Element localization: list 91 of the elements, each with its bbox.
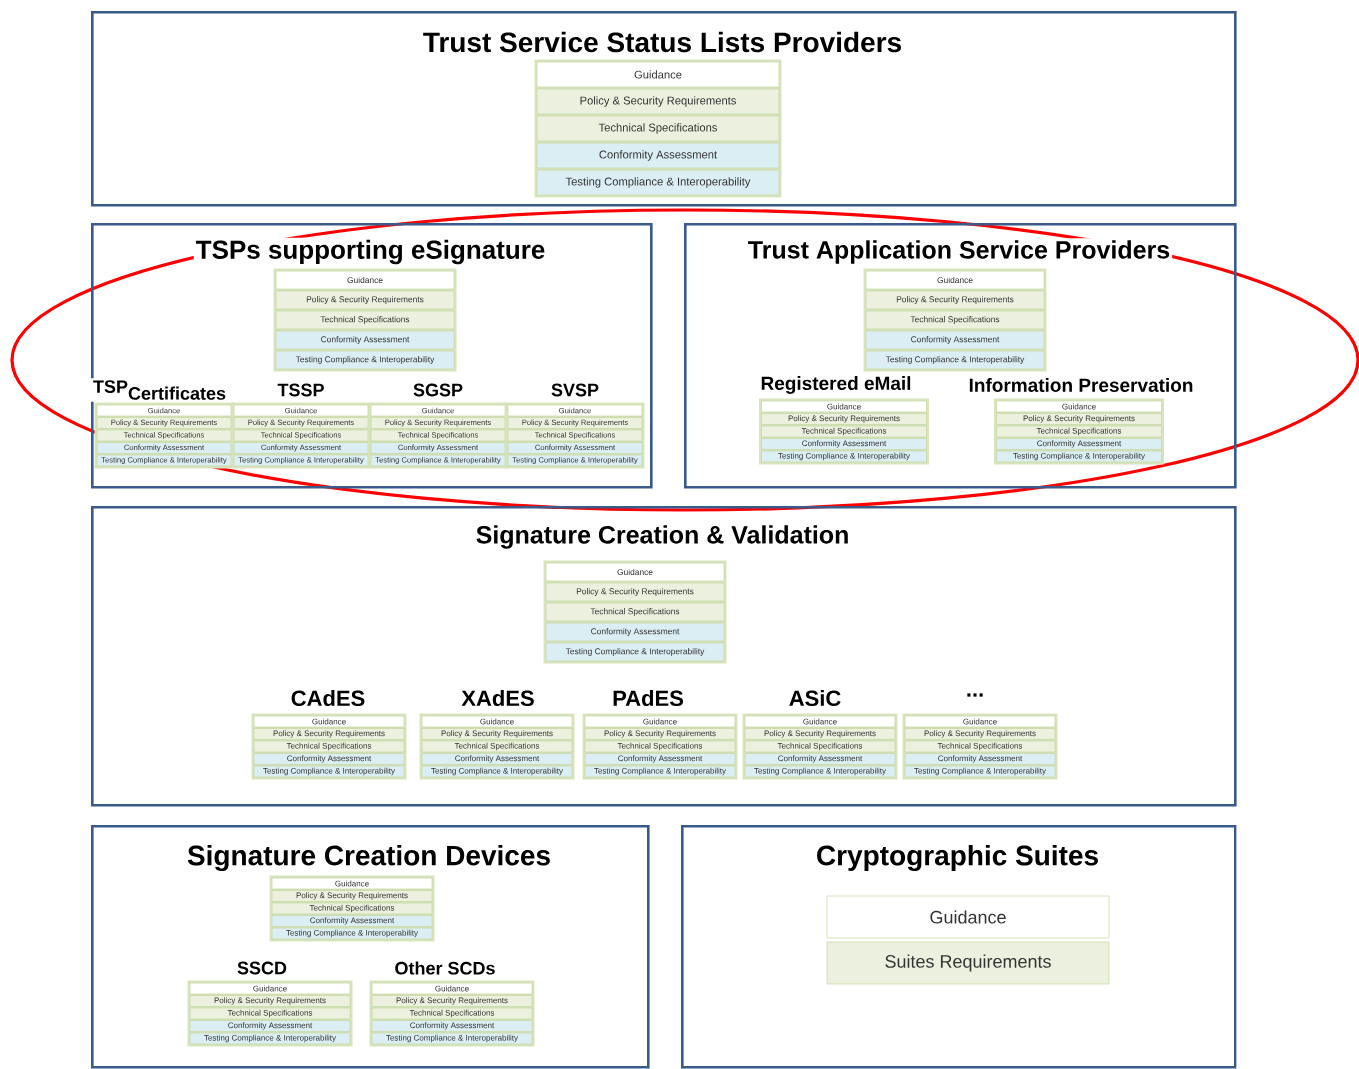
- row-box: Guidance: [904, 715, 1056, 728]
- stack-heading: SSCD: [235, 959, 289, 977]
- row-box: Technical Specifications: [865, 310, 1045, 330]
- row-box: Testing Compliance & Interoperability: [545, 642, 725, 662]
- row-box: Technical Specifications: [744, 740, 896, 753]
- panel-title: Signature Creation & Validation: [473, 523, 852, 551]
- row-box: Conformity Assessment: [904, 753, 1056, 765]
- row-box: Guidance: [271, 877, 433, 890]
- row-box: Testing Compliance & Interoperability: [275, 350, 455, 370]
- row-box: Policy & Security Requirements: [536, 88, 780, 115]
- row-box: Conformity Assessment: [744, 753, 896, 765]
- row-box: Guidance: [189, 982, 351, 995]
- row-box: Testing Compliance & Interoperability: [744, 765, 896, 778]
- row-box: Guidance: [826, 895, 1110, 939]
- row-box: Technical Specifications: [189, 1007, 351, 1020]
- stack-heading: SVSP: [549, 381, 601, 399]
- row-box: Conformity Assessment: [865, 330, 1045, 350]
- row-box: Technical Specifications: [584, 740, 736, 753]
- row-box: Policy & Security Requirements: [584, 728, 736, 740]
- panel-title: Cryptographic Suites: [813, 842, 1102, 874]
- row-box: Policy & Security Requirements: [996, 413, 1162, 425]
- row-box: Technical Specifications: [371, 1007, 533, 1020]
- row-box: Technical Specifications: [545, 602, 725, 622]
- row-box: Policy & Security Requirements: [761, 413, 927, 425]
- row-box: Conformity Assessment: [271, 915, 433, 927]
- row-box: Conformity Assessment: [253, 753, 405, 765]
- row-box: Testing Compliance & Interoperability: [996, 450, 1162, 463]
- row-box: Guidance: [996, 400, 1162, 413]
- row-box: Testing Compliance & Interoperability: [536, 169, 780, 196]
- row-box: Testing Compliance & Interoperability: [189, 1032, 351, 1045]
- row-box: Technical Specifications: [253, 740, 405, 753]
- row-box: Technical Specifications: [761, 425, 927, 438]
- row-box: Guidance: [744, 715, 896, 728]
- row-box: Guidance: [421, 715, 573, 728]
- row-box: Policy & Security Requirements: [744, 728, 896, 740]
- row-box: Conformity Assessment: [189, 1020, 351, 1032]
- row-box: Guidance: [253, 715, 405, 728]
- row-box: Conformity Assessment: [371, 1020, 533, 1032]
- row-box: Technical Specifications: [996, 425, 1162, 438]
- row-box: Testing Compliance & Interoperability: [371, 1032, 533, 1045]
- panel-title: Trust Application Service Providers: [745, 238, 1173, 266]
- row-box: Technical Specifications: [536, 115, 780, 142]
- row-box: Testing Compliance & Interoperability: [271, 927, 433, 940]
- stack-heading: TSSP: [275, 381, 327, 399]
- row-box: Conformity Assessment: [421, 753, 573, 765]
- row-box: Conformity Assessment: [536, 142, 780, 169]
- row-box: Conformity Assessment: [545, 622, 725, 642]
- row-box: Testing Compliance & Interoperability: [761, 450, 927, 463]
- stack-heading: ASiC: [786, 687, 844, 709]
- row-box: Policy & Security Requirements: [904, 728, 1056, 740]
- stack-heading: $\textbf{TSP}_{\textbf{Certificates}}$: [91, 378, 230, 402]
- row-box: Guidance: [761, 400, 927, 413]
- row-box: Policy & Security Requirements: [189, 995, 351, 1007]
- row-box: Testing Compliance & Interoperability: [904, 765, 1056, 778]
- row-box: Guidance: [275, 270, 455, 290]
- panel-title: Trust Service Status Lists Providers: [420, 29, 905, 55]
- row-box: Conformity Assessment: [761, 438, 927, 450]
- row-box: Guidance: [584, 715, 736, 728]
- row-box: Technical Specifications: [904, 740, 1056, 753]
- stack-heading: SGSP: [411, 381, 465, 399]
- row-box: Testing Compliance & Interoperability: [253, 765, 405, 778]
- stack-heading: Registered eMail: [758, 374, 914, 396]
- row-box: Guidance: [371, 982, 533, 995]
- row-box: Policy & Security Requirements: [865, 290, 1045, 310]
- row-box: Suites Requirements: [826, 941, 1110, 985]
- panel-title: TSPs supporting eSignature: [193, 237, 548, 267]
- row-box: Testing Compliance & Interoperability: [421, 765, 573, 778]
- row-box: Policy & Security Requirements: [371, 995, 533, 1007]
- row-box: Guidance: [536, 61, 780, 88]
- row-box: Policy & Security Requirements: [275, 290, 455, 310]
- row-box: Guidance: [865, 270, 1045, 290]
- row-box: Testing Compliance & Interoperability: [584, 765, 736, 778]
- row-box: Conformity Assessment: [275, 330, 455, 350]
- stack-heading: Information Preservation: [966, 376, 1196, 394]
- stack-heading: CAdES: [288, 687, 368, 709]
- row-box: Conformity Assessment: [996, 438, 1162, 450]
- row-box: Policy & Security Requirements: [253, 728, 405, 740]
- stack-heading: PAdES: [610, 687, 686, 709]
- row-box: Testing Compliance & Interoperability: [865, 350, 1045, 370]
- row-box: Policy & Security Requirements: [421, 728, 573, 740]
- stack-heading: Other SCDs: [392, 959, 498, 977]
- row-box: Guidance: [545, 562, 725, 582]
- panel-title: Signature Creation Devices: [184, 842, 554, 874]
- row-box: Technical Specifications: [275, 310, 455, 330]
- row-box: Policy & Security Requirements: [545, 582, 725, 602]
- row-box: Technical Specifications: [421, 740, 573, 753]
- row-box: Technical Specifications: [271, 902, 433, 915]
- stack-heading: ...: [963, 691, 987, 699]
- stack-heading: XAdES: [459, 687, 537, 709]
- row-box: Conformity Assessment: [584, 753, 736, 765]
- row-box: Policy & Security Requirements: [271, 890, 433, 902]
